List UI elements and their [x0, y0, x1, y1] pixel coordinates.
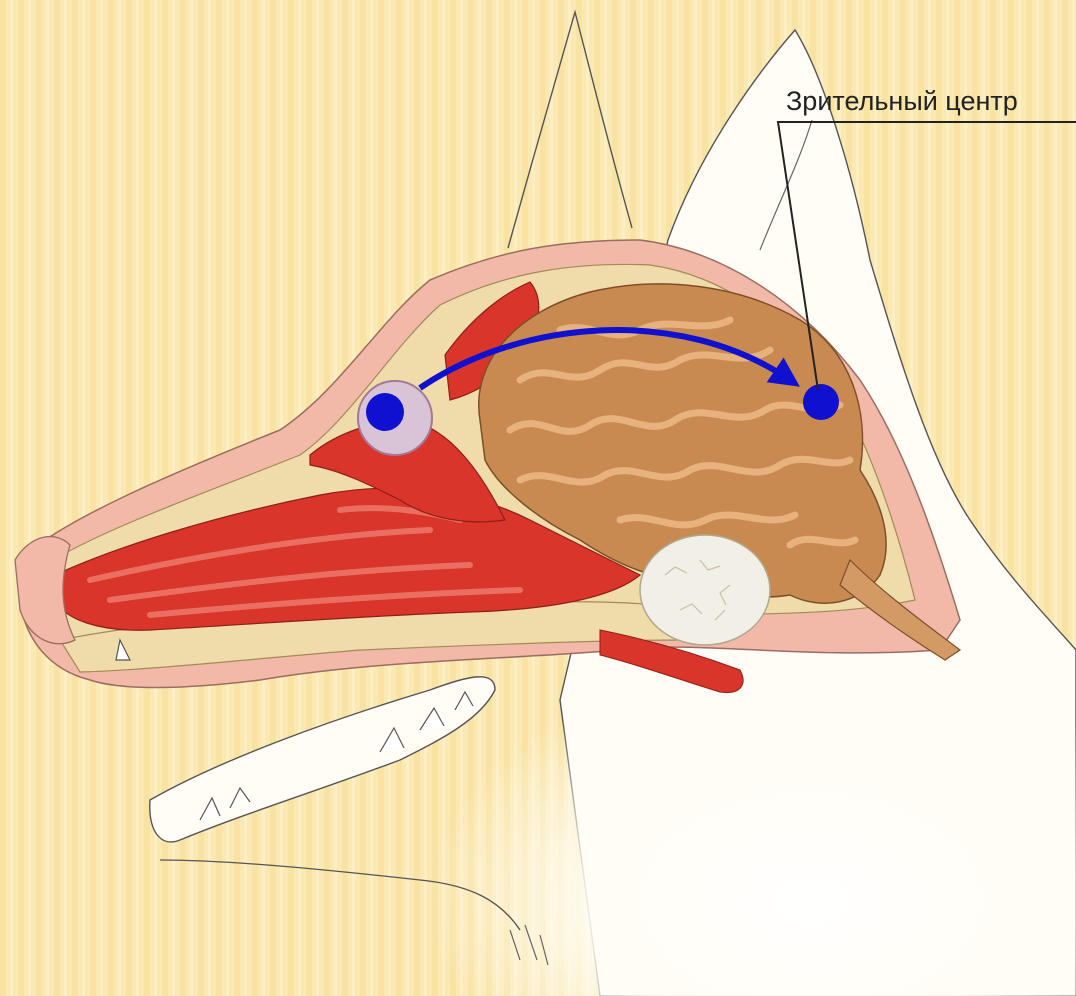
eye-retina-dot — [366, 393, 404, 431]
visual-center-dot — [803, 384, 839, 420]
gland — [640, 535, 770, 645]
visual-center-label: Зрительный центр — [786, 86, 1018, 116]
